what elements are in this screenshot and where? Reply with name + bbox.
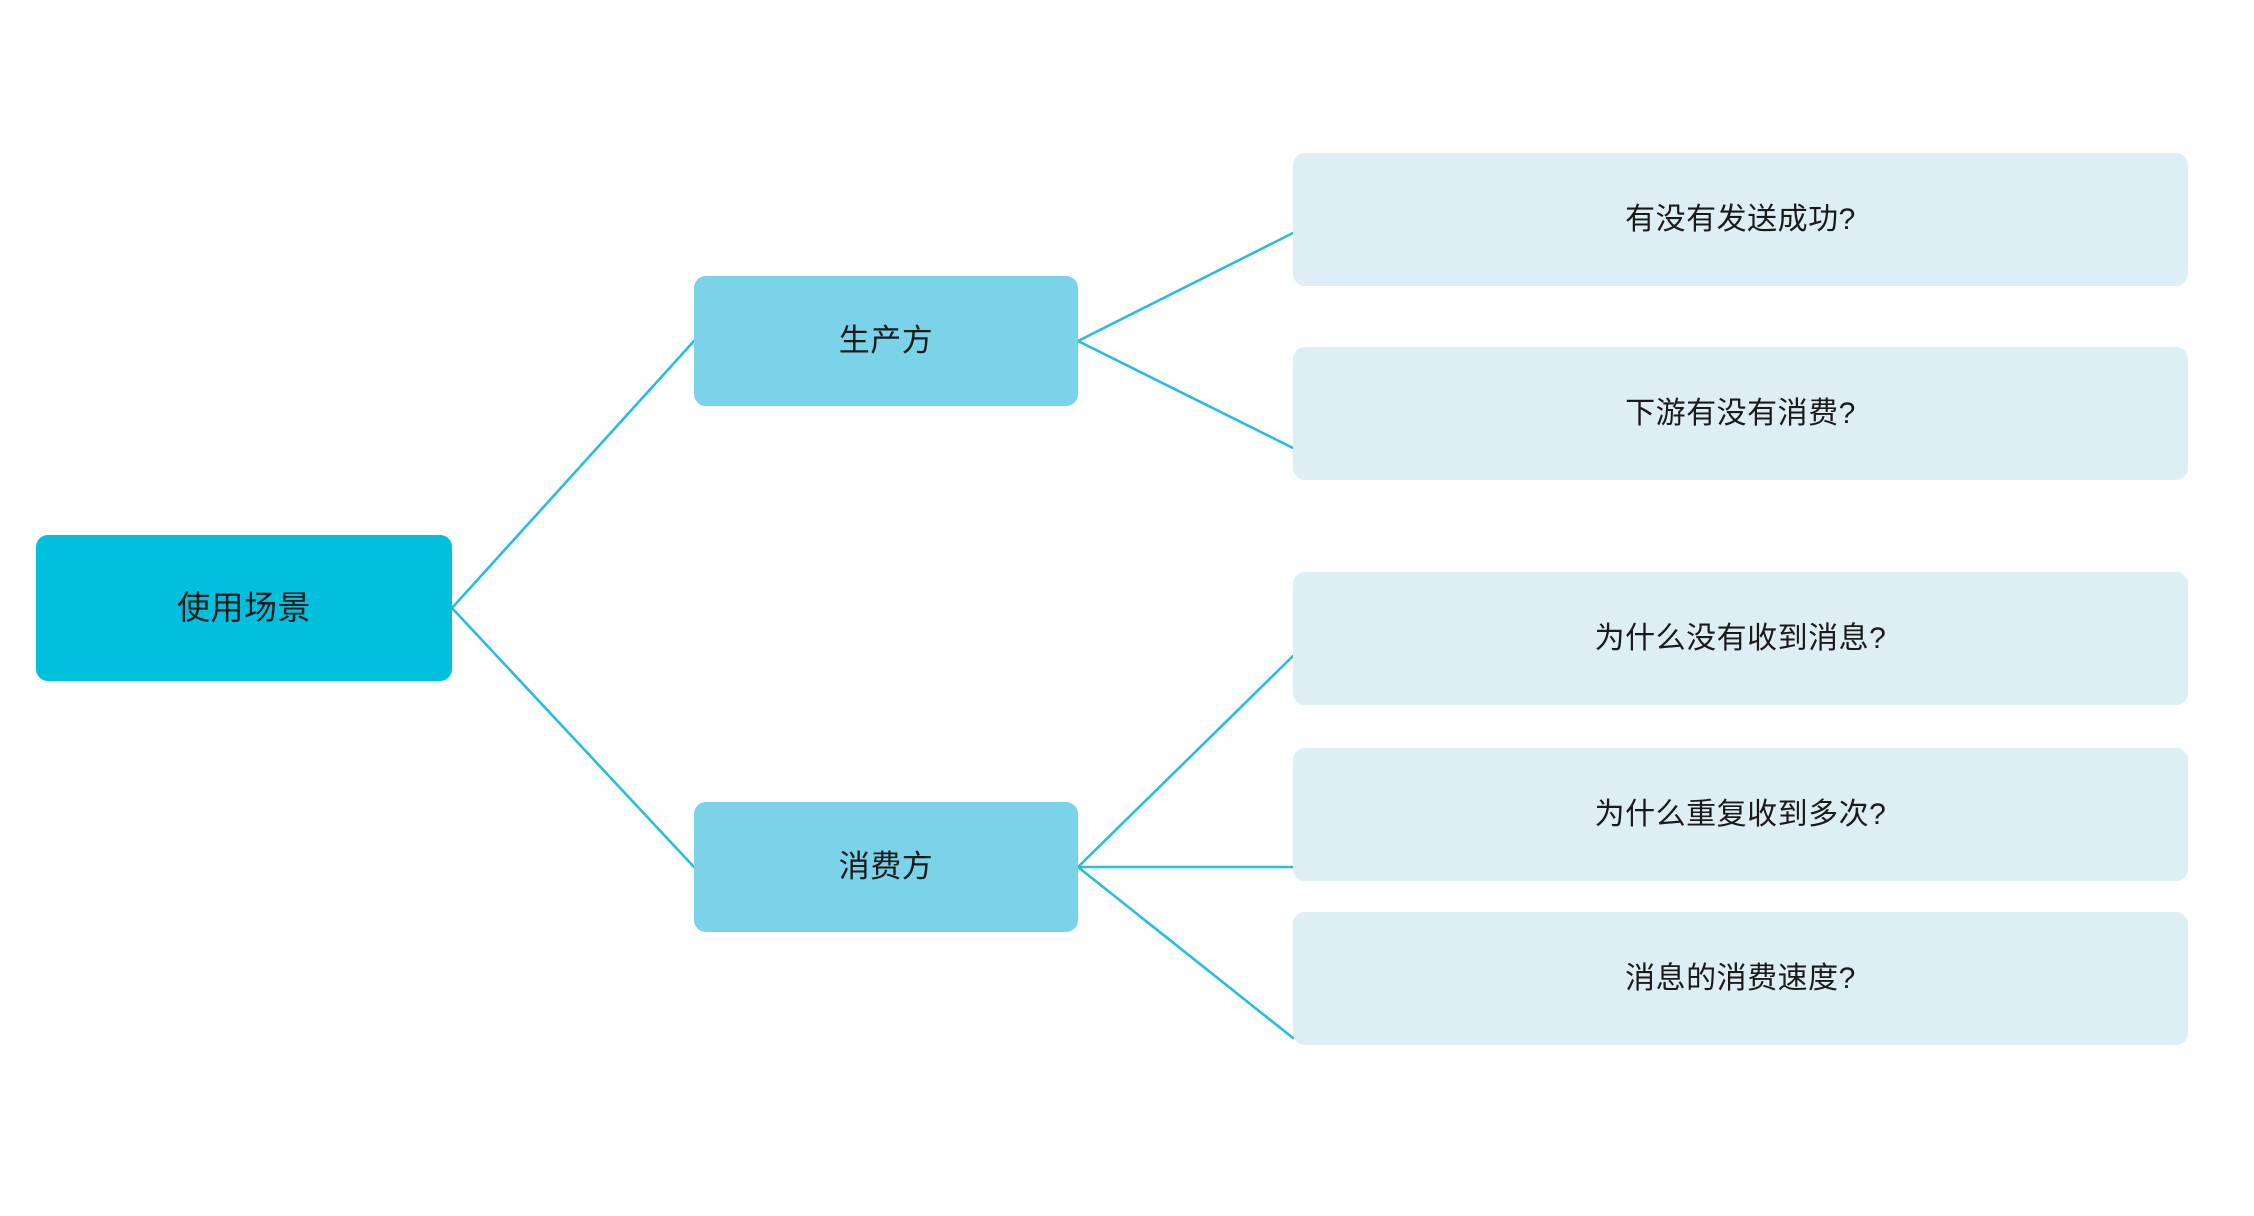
edge-root-consumer [450, 606, 696, 869]
leaf-node-label: 有没有发送成功? [1625, 203, 1856, 236]
branch-node-consumer-label: 消费方 [838, 848, 934, 884]
branch-node-consumer[interactable]: 消费方 [694, 802, 1078, 932]
branch-node-producer-label: 生产方 [838, 322, 934, 358]
leaf-node-label: 下游有没有消费? [1625, 397, 1856, 430]
leaf-node-duplicate-received[interactable]: 为什么重复收到多次? [1293, 748, 2188, 881]
edge-root-producer [450, 339, 696, 610]
leaf-node-label: 为什么重复收到多次? [1594, 798, 1887, 831]
edge-consumer-leaf-2 [1076, 654, 1295, 869]
leaf-node-label: 消息的消费速度? [1625, 962, 1856, 995]
leaf-node-consume-speed[interactable]: 消息的消费速度? [1293, 912, 2188, 1045]
root-node-usage-scenario[interactable]: 使用场景 [36, 535, 452, 681]
edge-producer-leaf-0 [1076, 231, 1295, 343]
branch-node-producer[interactable]: 生产方 [694, 276, 1078, 406]
leaf-node-message-not-received[interactable]: 为什么没有收到消息? [1293, 572, 2188, 705]
leaf-node-downstream-consumed[interactable]: 下游有没有消费? [1293, 347, 2188, 480]
edge-producer-leaf-1 [1076, 339, 1295, 450]
root-node-label: 使用场景 [177, 588, 311, 626]
leaf-node-send-success[interactable]: 有没有发送成功? [1293, 153, 2188, 286]
leaf-node-label: 为什么没有收到消息? [1594, 622, 1887, 655]
edge-consumer-leaf-4 [1076, 865, 1295, 1040]
